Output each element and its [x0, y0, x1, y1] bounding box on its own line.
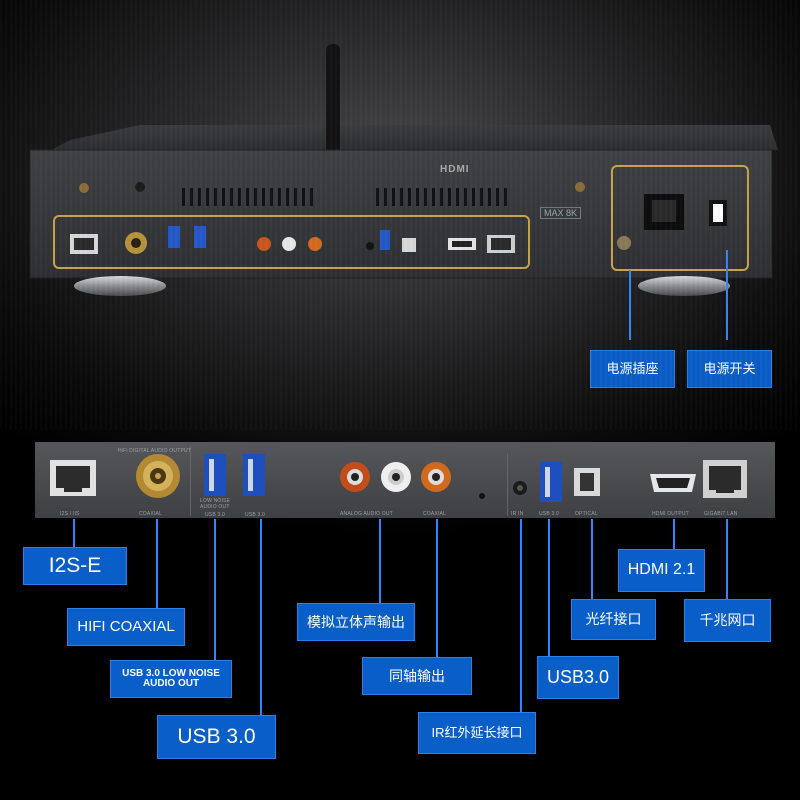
callout-coaxial-out: 同轴输出: [362, 657, 472, 695]
usb-port-icon: [204, 454, 226, 496]
ir-jack-icon: [513, 481, 527, 495]
hdmi-port-icon: [448, 238, 476, 250]
panel-label-usb-b: USB 3.0: [245, 512, 266, 518]
foot-left: [74, 276, 166, 296]
coaxial-port-icon: [136, 454, 180, 498]
panel-label-usb-a: USB 3.0: [205, 512, 226, 518]
usb-port-icon: [540, 462, 562, 502]
callout-power-switch: 电源开关: [687, 350, 772, 388]
panel-label-lan: GIGABIT LAN: [704, 511, 738, 517]
screw: [575, 182, 585, 192]
ir-jack: [366, 242, 374, 250]
panel-label-coaxial: COAXIAL: [139, 511, 163, 517]
ethernet-port-icon: [487, 235, 515, 253]
vent-grille-right: [376, 188, 507, 206]
callout-usb-low-noise: USB 3.0 LOW NOISE AUDIO OUT: [110, 660, 232, 698]
top-lid: [42, 125, 778, 155]
panel-label-hifi: HiFi DIGITAL AUDIO OUTPUT: [118, 448, 192, 454]
io-highlight-frame: [53, 215, 530, 269]
ethernet-port-icon: [703, 460, 747, 498]
callout-usb3-b: USB3.0: [537, 656, 619, 699]
callout-lan: 千兆网口: [684, 599, 771, 642]
usb-port-icon: [380, 230, 390, 250]
rocker-switch-icon: [709, 200, 727, 226]
optical-port-icon: [574, 468, 600, 496]
led-hole: [479, 493, 485, 499]
panel-label-ir: IR IN: [511, 511, 524, 517]
optical-port-icon: [402, 238, 416, 252]
panel-label-hdmi: HDMI OUTPUT: [652, 511, 689, 517]
ethernet-port-icon: [70, 234, 98, 254]
callout-hifi-coaxial: HIFI COAXIAL: [67, 608, 185, 646]
iec-power-socket-icon: [644, 194, 684, 230]
panel-label-usb-c: USB 3.0: [539, 511, 560, 517]
callout-analog-stereo: 模拟立体声输出: [297, 603, 415, 641]
coaxial-port-icon: [125, 232, 147, 254]
callout-optical: 光纤接口: [571, 599, 656, 640]
callout-power-socket: 电源插座: [590, 350, 675, 388]
screw: [79, 183, 89, 193]
foot-right: [638, 276, 730, 296]
power-highlight-frame: [611, 165, 749, 271]
screw: [135, 182, 145, 192]
device-rear-view: [29, 44, 778, 340]
model-badge: MAX 8K: [540, 207, 582, 219]
panel-label-usb-low-noise: LOW NOISE AUDIO OUT: [200, 498, 231, 510]
rca-jack-icon: [340, 462, 451, 492]
callout-i2s: I2S-E: [23, 547, 127, 585]
callout-hdmi: HDMI 2.1: [618, 549, 705, 592]
callout-ir-ext: IR红外延长接口: [418, 712, 536, 754]
panel-label-optical: OPTICAL: [575, 511, 598, 517]
ethernet-port-icon: [50, 460, 96, 496]
panel-closeup: [35, 442, 775, 518]
callout-usb3: USB 3.0: [157, 715, 276, 759]
panel-label-analog: ANALOG AUDIO OUT: [340, 511, 393, 517]
usb-port-icon: [168, 226, 206, 248]
vent-grille-left: [182, 188, 313, 206]
rca-jack-icon: [257, 237, 322, 251]
hdmi-logo: HDMI: [440, 164, 470, 175]
panel-label-i2s: I2S / IIS: [60, 511, 80, 517]
usb-port-icon: [243, 454, 265, 496]
panel-label-coaxial-out: COAXIAL: [423, 511, 447, 517]
ground-screw: [617, 236, 631, 250]
hdmi-port-icon: [650, 474, 696, 492]
